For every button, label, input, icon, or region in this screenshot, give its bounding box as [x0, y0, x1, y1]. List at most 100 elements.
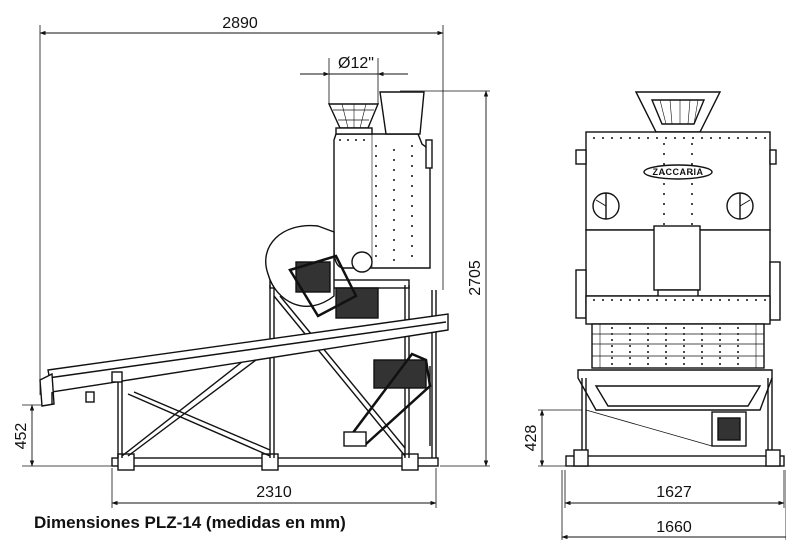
rivet-dot	[665, 299, 667, 301]
dim-side-base-height: 452	[13, 423, 30, 450]
rivet-dot	[411, 255, 413, 257]
rivet-dot	[663, 193, 665, 195]
rivet-dot	[691, 163, 693, 165]
rivet-dot	[663, 213, 665, 215]
rivet-dot	[647, 333, 649, 335]
dim-side-base-length: 2310	[256, 484, 292, 501]
rivet-dot	[411, 245, 413, 247]
rivet-dot	[737, 363, 739, 365]
rivet-dot	[691, 153, 693, 155]
rivet-dot	[683, 137, 685, 139]
rivet-dot	[411, 235, 413, 237]
rivet-dot	[683, 339, 685, 341]
rivet-dot	[665, 339, 667, 341]
rivet-dot	[719, 351, 721, 353]
rivet-dot	[363, 139, 365, 141]
rivet-dot	[611, 137, 613, 139]
rivet-dot	[665, 327, 667, 329]
dim-total-height: 2705	[467, 260, 484, 296]
rivet-dot	[710, 299, 712, 301]
rivet-dot	[647, 299, 649, 301]
rivet-dot	[393, 179, 395, 181]
front-view	[538, 91, 786, 540]
rivet-dot	[347, 139, 349, 141]
front-rivet-dots	[593, 137, 766, 365]
dim-front-base-height: 428	[523, 425, 540, 452]
rivet-dot	[638, 137, 640, 139]
rivet-dot	[755, 137, 757, 139]
rivet-dot	[647, 345, 649, 347]
rivet-dot	[701, 351, 703, 353]
rivet-dot	[339, 139, 341, 141]
rivet-dot	[737, 137, 739, 139]
rivet-dot	[719, 327, 721, 329]
rivet-dot	[691, 183, 693, 185]
rivet-dot	[375, 145, 377, 147]
rivet-dot	[629, 339, 631, 341]
rivet-dot	[611, 299, 613, 301]
rivet-dot	[629, 137, 631, 139]
rivet-dot	[629, 333, 631, 335]
rivet-dot	[701, 339, 703, 341]
rivet-dot	[701, 299, 703, 301]
rivet-dot	[647, 357, 649, 359]
rivet-dot	[393, 149, 395, 151]
rivet-dot	[691, 223, 693, 225]
rivet-dot	[375, 155, 377, 157]
rivet-dot	[629, 345, 631, 347]
rivet-dot	[393, 259, 395, 261]
rivet-dot	[647, 137, 649, 139]
rivet-dot	[375, 205, 377, 207]
rivet-dot	[701, 357, 703, 359]
rivet-dot	[701, 333, 703, 335]
rivet-dot	[620, 137, 622, 139]
rivet-dot	[411, 155, 413, 157]
rivet-dot	[611, 357, 613, 359]
rivet-dot	[629, 351, 631, 353]
rivet-dot	[691, 173, 693, 175]
rivet-dot	[393, 229, 395, 231]
rivet-dot	[674, 137, 676, 139]
dim-inlet-diameter: Ø12"	[338, 55, 374, 72]
rivet-dot	[393, 169, 395, 171]
rivet-dot	[692, 137, 694, 139]
rivet-dot	[663, 223, 665, 225]
rivet-dot	[719, 299, 721, 301]
rivet-dot	[611, 363, 613, 365]
rivet-dot	[737, 351, 739, 353]
rivet-dot	[375, 225, 377, 227]
rivet-dot	[691, 203, 693, 205]
rivet-dot	[393, 159, 395, 161]
rivet-dot	[683, 333, 685, 335]
figure-caption: Dimensiones PLZ-14 (medidas en mm)	[34, 513, 346, 532]
rivet-dot	[375, 195, 377, 197]
rivet-dot	[683, 351, 685, 353]
rivet-dot	[593, 137, 595, 139]
rivet-dot	[411, 185, 413, 187]
rivet-dot	[647, 351, 649, 353]
side-rivet-dots	[339, 139, 413, 261]
rivet-dot	[683, 327, 685, 329]
rivet-dot	[629, 363, 631, 365]
rivet-dot	[737, 345, 739, 347]
rivet-dot	[746, 299, 748, 301]
rivet-dot	[764, 299, 766, 301]
rivet-dot	[647, 327, 649, 329]
rivet-dot	[355, 139, 357, 141]
rivet-dot	[746, 137, 748, 139]
rivet-dot	[411, 165, 413, 167]
rivet-dot	[629, 327, 631, 329]
rivet-dot	[683, 345, 685, 347]
dim-front-outer-width: 1660	[656, 519, 692, 536]
rivet-dot	[663, 203, 665, 205]
rivet-dot	[411, 175, 413, 177]
rivet-dot	[647, 339, 649, 341]
rivet-dot	[411, 205, 413, 207]
rivet-dot	[375, 215, 377, 217]
rivet-dot	[663, 183, 665, 185]
rivet-dot	[665, 333, 667, 335]
rivet-dot	[755, 299, 757, 301]
rivet-dot	[719, 345, 721, 347]
rivet-dot	[728, 137, 730, 139]
rivet-dot	[663, 163, 665, 165]
